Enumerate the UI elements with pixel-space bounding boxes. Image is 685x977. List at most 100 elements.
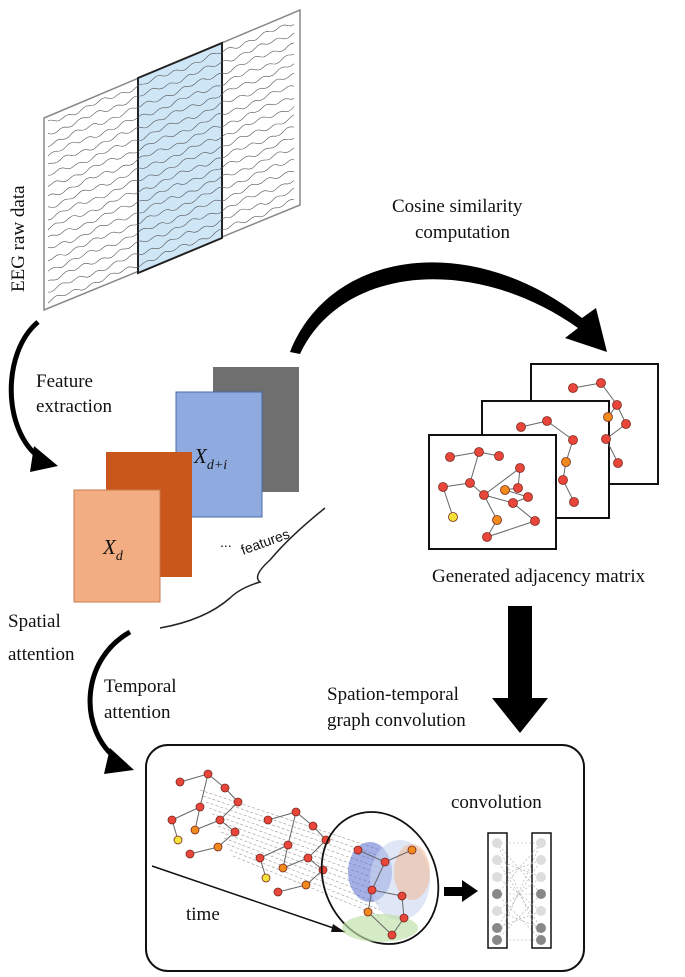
temporal-link [199, 789, 381, 851]
temporal-attention-arrow [87, 629, 132, 762]
eeg-trace [47, 171, 294, 272]
graph-node [508, 498, 518, 508]
eeg-trace [47, 199, 295, 304]
eeg-trace [47, 98, 295, 197]
graph-edge [469, 451, 480, 484]
conv-neuron-left [492, 855, 502, 865]
graph-node [494, 451, 504, 461]
graph-edge [367, 911, 393, 936]
graph-node [399, 913, 409, 923]
down-arrow-head [492, 698, 548, 733]
graph-edge [282, 857, 309, 869]
conv-neuron-right [536, 889, 546, 899]
graph-edge [486, 520, 536, 538]
time-label: time [186, 904, 220, 925]
eeg-trace [47, 106, 295, 208]
graph-node [558, 475, 568, 485]
conv-neuron-right [536, 838, 546, 848]
conv-link [496, 876, 542, 912]
eeg-raw-label: EEG raw data [8, 185, 29, 292]
graph-node [530, 516, 540, 526]
conv-neuron-right [536, 855, 546, 865]
conv-neurons [492, 838, 546, 945]
eeg-trace [47, 85, 295, 187]
graph-node [407, 845, 417, 855]
graph-node [190, 825, 200, 835]
graph-edge [546, 420, 574, 441]
spatial-label-line2: attention [8, 644, 75, 665]
graph-edge [277, 884, 307, 893]
graph-node [542, 416, 552, 426]
graph-node [492, 515, 502, 525]
graph-node [438, 482, 448, 492]
graph-node [308, 821, 318, 831]
conv-link [496, 859, 542, 929]
graph-node [523, 492, 533, 502]
graph-node [195, 802, 205, 812]
graph-edge [483, 467, 521, 496]
graph-node [445, 452, 455, 462]
features-brace [159, 507, 326, 629]
eeg-trace [47, 126, 295, 231]
graph-node [482, 532, 492, 542]
graph-node [261, 873, 271, 883]
cosine-label-line2: computation [415, 222, 510, 243]
temporal-label-line2: attention [104, 702, 171, 723]
temporal-link [205, 801, 381, 863]
conv-link [496, 893, 542, 941]
x-d-label: Xd [102, 535, 124, 564]
focus-ellipse [320, 811, 440, 945]
conv-neuron-left [492, 935, 502, 945]
cosine-label-line1: Cosine similarity [392, 196, 523, 217]
temporal-graph-sequence [167, 769, 381, 917]
convolution-label: convolution [451, 792, 542, 813]
eeg-trace [47, 24, 295, 122]
graph-node [612, 400, 622, 410]
graph-node [367, 885, 377, 895]
graph-node [596, 378, 606, 388]
feature-label-line2: extraction [36, 396, 112, 417]
graph-edge [357, 849, 386, 863]
eeg-trace [47, 180, 295, 281]
graph-node [363, 907, 373, 917]
spatial-label-line1: Spatial [8, 611, 61, 632]
conv-neuron-left [492, 838, 502, 848]
graph-node [318, 865, 328, 875]
temporal-label-line1: Temporal [104, 676, 177, 697]
graph-edge [287, 811, 297, 846]
x-d-plus-i-label: Xd+i [193, 444, 227, 473]
eeg-trace [47, 54, 295, 157]
graph-node [185, 849, 195, 859]
cosine-arrow [290, 262, 607, 354]
conv-neuron-right [536, 872, 546, 882]
conv-neuron-right [536, 906, 546, 916]
graph-node [175, 777, 185, 787]
feature-label-line1: Feature [36, 371, 93, 392]
conv-link [496, 876, 542, 912]
graph-node [283, 840, 293, 850]
temporal-link [202, 795, 381, 857]
temporal-link [229, 849, 381, 911]
graph-node [568, 435, 578, 445]
temporal-link [226, 843, 381, 905]
conv-neuron-left [492, 872, 502, 882]
graph-edge [449, 451, 480, 458]
graph-edge [259, 844, 289, 859]
blob-peach [394, 844, 430, 900]
graph-edge [384, 849, 413, 863]
graph-node [173, 835, 183, 845]
graph-node [380, 857, 390, 867]
feature-card-peach [73, 489, 161, 603]
conv-neuron-left [492, 889, 502, 899]
blob-green [342, 914, 418, 942]
graph-edge [371, 861, 386, 891]
graph-node [291, 807, 301, 817]
graph-node [303, 853, 313, 863]
graph-edge [179, 773, 209, 783]
temporal-link [217, 825, 381, 887]
graph-node [515, 463, 525, 473]
graph-edge [171, 806, 201, 821]
adjacency-panel-1 [428, 434, 557, 550]
graph-node [220, 783, 230, 793]
